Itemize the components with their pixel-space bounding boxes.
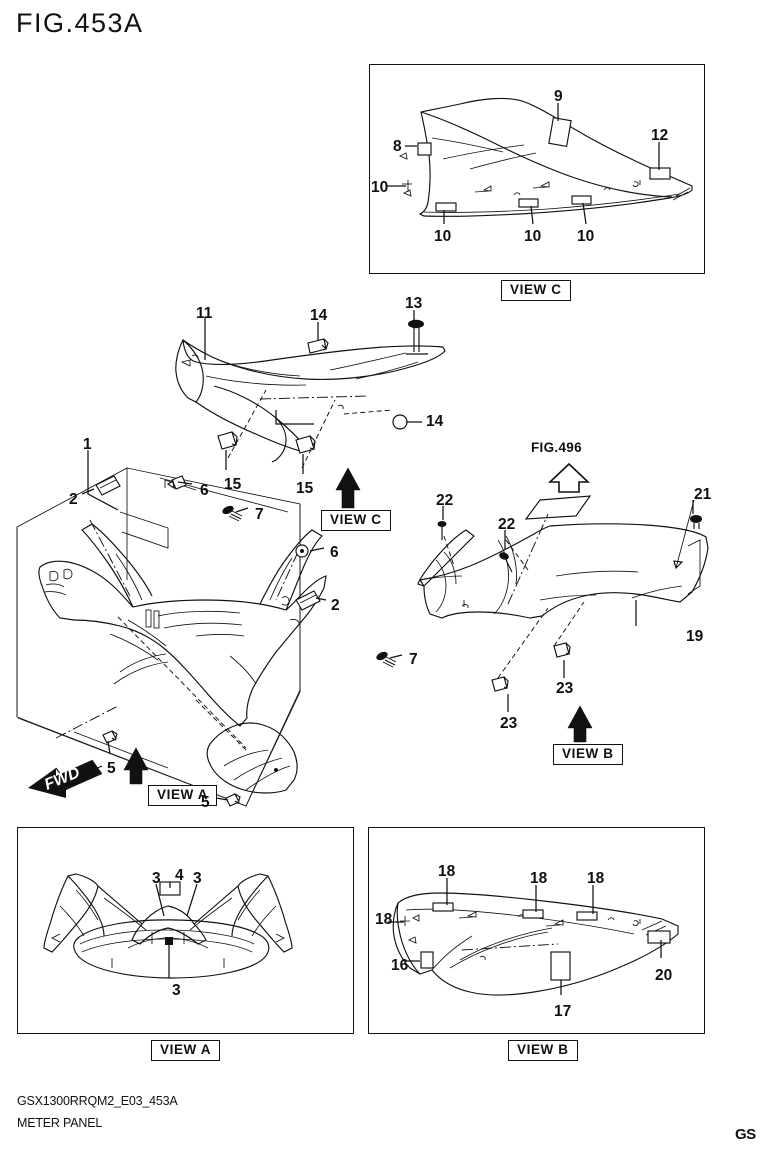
footer-assembly-name: METER PANEL [17,1116,103,1130]
page-title: FIG.453A [16,8,144,38]
callout-number-8: 8 [393,138,402,155]
callout-number-10: 10 [524,228,542,245]
callout-number-22: 22 [436,492,454,509]
callout-number-12: 12 [651,127,669,144]
callout-number-7: 7 [255,506,264,523]
view-c-caption-top: VIEW C [501,280,571,301]
callout-number-18: 18 [438,863,456,880]
callout-number-14: 14 [426,413,444,430]
callout-number-3: 3 [152,870,161,887]
callout-number-4: 4 [175,867,184,884]
callout-number-6: 6 [200,482,209,499]
callout-number-19: 19 [686,628,704,645]
callout-number-18: 18 [375,911,393,928]
view-c-caption-mid: VIEW C [321,510,391,531]
callout-number-18: 18 [587,870,605,887]
callout-number-7: 7 [409,651,418,668]
view-a-caption-mid: VIEW A [148,785,218,806]
callout-number-2: 2 [69,491,78,508]
callout-number-3: 3 [172,982,181,999]
callout-number-14: 14 [310,307,328,324]
callout-number-21: 21 [694,486,712,503]
callout-number-10: 10 [371,179,389,196]
callout-number-1: 1 [83,436,92,453]
view-b-panel-caption: VIEW B [508,1040,578,1061]
callout-number-2: 2 [331,597,340,614]
brand-mark: GS [735,1126,756,1143]
callout-number-13: 13 [405,295,423,312]
callout-number-5: 5 [201,794,210,811]
callout-number-16: 16 [391,957,409,974]
callout-number-22: 22 [498,516,516,533]
fig-496-reference-label: FIG.496 [531,440,582,455]
callout-number-5: 5 [107,760,116,777]
callout-number-9: 9 [554,88,563,105]
callout-number-3: 3 [193,870,202,887]
callout-number-23: 23 [500,715,518,732]
callout-number-15: 15 [224,476,242,493]
callout-number-11: 11 [196,305,213,322]
callout-number-10: 10 [434,228,452,245]
callout-number-20: 20 [655,967,673,984]
footer-part-code: GSX1300RRQM2_E03_453A [17,1094,178,1108]
callout-number-15: 15 [296,480,314,497]
callout-number-17: 17 [554,1003,572,1020]
callout-number-18: 18 [530,870,548,887]
callout-number-23: 23 [556,680,574,697]
view-a-panel-caption: VIEW A [151,1040,221,1061]
callout-number-10: 10 [577,228,595,245]
callout-number-6: 6 [330,544,339,561]
view-b-caption-mid: VIEW B [553,744,623,765]
